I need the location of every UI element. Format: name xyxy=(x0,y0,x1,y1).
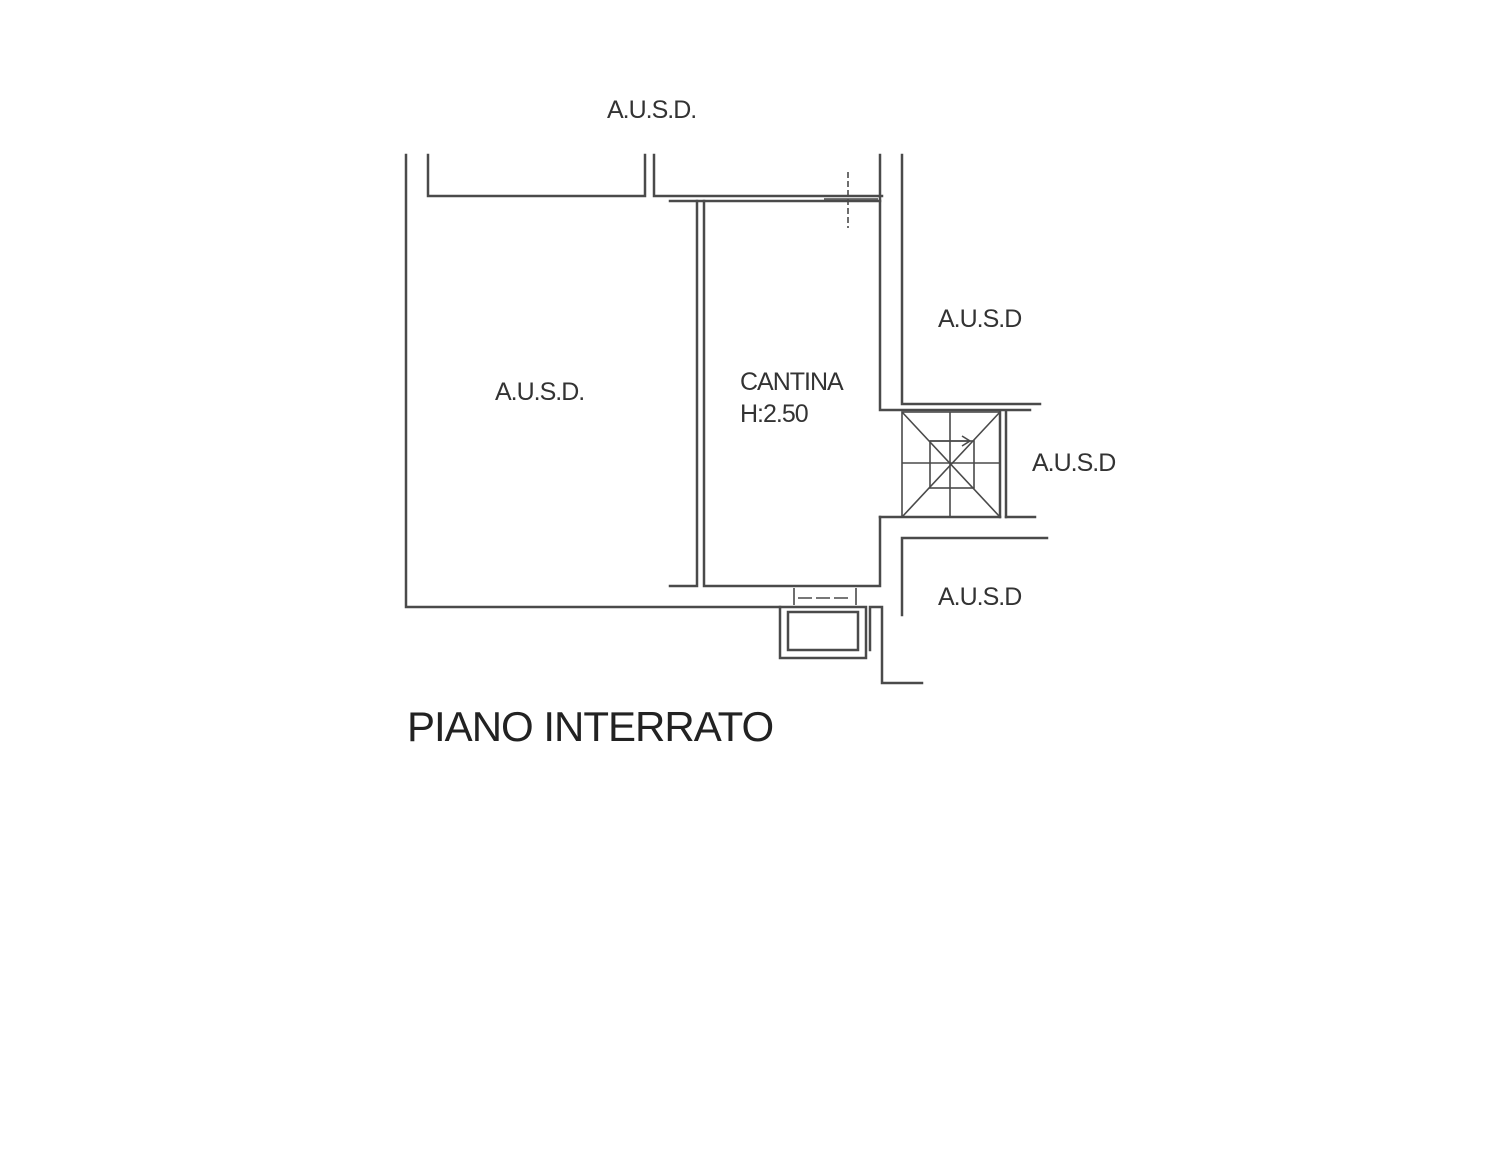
walls xyxy=(404,153,1049,685)
label-left-room-ausd: A.U.S.D. xyxy=(495,378,584,406)
cantina-label: CANTINA xyxy=(740,368,844,396)
label-right-stair-ausd: A.U.S.D xyxy=(1032,449,1115,477)
door-marker xyxy=(824,172,878,228)
label-right-lower-ausd: A.U.S.D xyxy=(938,583,1021,611)
label-top-ausd: A.U.S.D. xyxy=(607,96,696,124)
window-light-well xyxy=(778,588,868,660)
plan-title: PIANO INTERRATO xyxy=(407,703,773,750)
label-right-upper-ausd: A.U.S.D xyxy=(938,305,1021,333)
cantina-height: H:2.50 xyxy=(740,400,808,428)
staircase xyxy=(901,411,1001,518)
